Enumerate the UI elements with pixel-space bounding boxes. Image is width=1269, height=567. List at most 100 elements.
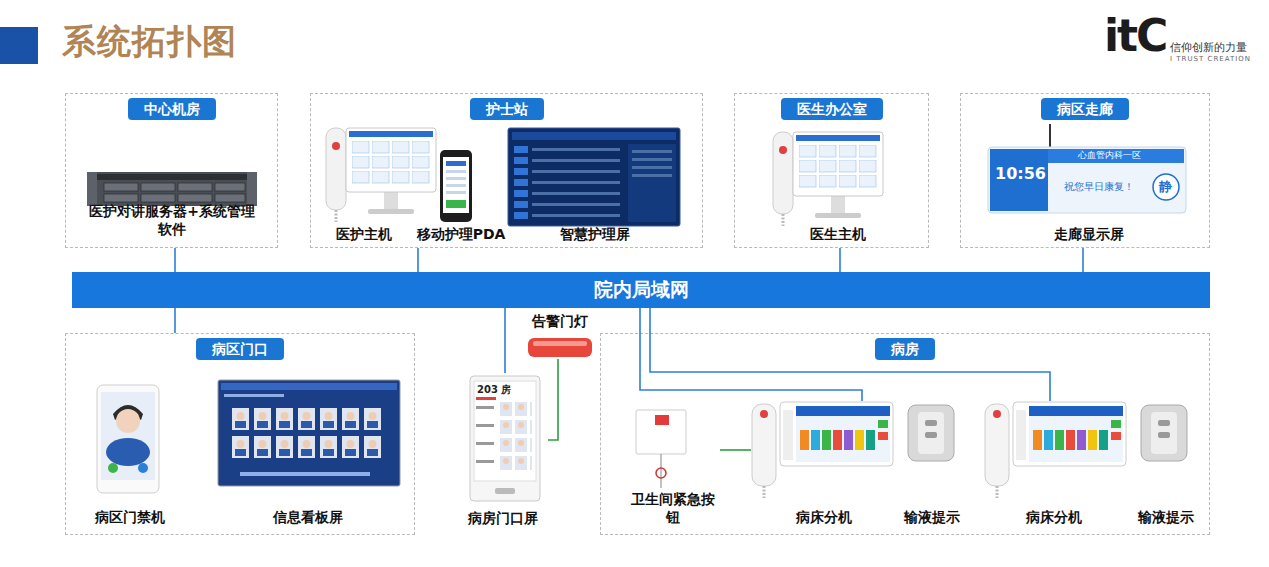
bed-unit-illustration (796, 406, 890, 462)
bed-unit-illustration (752, 402, 954, 498)
server-illustration (215, 194, 245, 202)
emergency-button-illustration (656, 468, 666, 478)
alarm-lamp-illustration (533, 341, 587, 346)
bed-unit-illustration (783, 410, 793, 460)
nursing-screen-illustration (514, 146, 624, 220)
device-node: 输液提示 (1131, 401, 1201, 529)
bed-unit-illustration (752, 404, 776, 486)
nursing-screen-illustration (632, 174, 672, 177)
device-node: 医生主机 (769, 126, 907, 246)
zone-box: 医护主机移动护理PDA智慧护理屏护士站 (310, 93, 703, 248)
bed-unit-illustration (878, 420, 888, 428)
screen-text: 203 房 (477, 384, 511, 395)
device-caption: 医护对讲服务器+系统管理软件 (83, 202, 261, 238)
device-caption: 医生主机 (769, 225, 907, 243)
alarm-lamp-illustration (528, 338, 592, 357)
device-node: 医护主机 (323, 126, 405, 246)
device-node: 病房门口屏 (458, 373, 548, 530)
door-screen-illustration (470, 376, 540, 501)
server-illustration (87, 172, 257, 206)
network-link (839, 248, 841, 272)
server-illustration (141, 194, 175, 202)
device-node: 病床分机 (751, 401, 897, 529)
device-caption: 信息看板屏 (214, 508, 402, 526)
bed-unit-illustration (878, 432, 888, 440)
bed-unit-illustration (908, 405, 954, 461)
alarm-lamp: 告警门灯 (522, 312, 598, 359)
server-illustration (178, 183, 212, 191)
bed-unit-illustration (985, 402, 1187, 498)
device-node: 病床分机 (981, 401, 1127, 529)
door-access-illustration (97, 385, 159, 493)
bed-unit-illustration (760, 410, 768, 418)
screen-text: 祝您早日康复！ (1064, 181, 1134, 192)
pda-illustration (446, 161, 466, 166)
door-access-illustration (108, 463, 118, 473)
workstation-illustration (368, 209, 414, 214)
network-link (720, 449, 751, 451)
workstation-illustration (326, 128, 436, 222)
server-illustration (104, 183, 138, 191)
network-link (548, 359, 558, 440)
door-screen-illustration (476, 406, 494, 409)
zone-header: 病房 (875, 338, 935, 360)
bed-unit-illustration (855, 430, 864, 450)
door-access-illustration (106, 438, 150, 466)
workstation-illustration (384, 192, 398, 210)
device-caption: 智慧护理屏 (507, 225, 683, 243)
bed-unit-illustration (811, 430, 820, 450)
device-node: 病区门禁机 (86, 379, 174, 529)
title-block (0, 27, 38, 64)
network-link (417, 248, 419, 272)
server-illustration (87, 172, 257, 206)
door-screen-illustration (476, 442, 494, 445)
device-node: 输液提示 (899, 401, 965, 529)
zone-box: 卫生间紧急按钮病床分机输液提示病床分机输液提示病房 (600, 333, 1210, 535)
screen-text: 静 (1159, 180, 1172, 194)
device-caption: 告警门灯 (522, 312, 598, 330)
nursing-screen-illustration (632, 166, 672, 169)
device-node: 智慧护理屏 (507, 126, 683, 246)
alarm-lamp-illustration (528, 338, 592, 357)
page-title: 系统拓扑图 (62, 19, 237, 65)
nursing-screen-illustration (628, 144, 676, 222)
network-link (650, 308, 1050, 401)
bed-unit-illustration (796, 406, 890, 416)
server-illustration (141, 183, 175, 191)
corridor-display-illustration (988, 124, 1186, 213)
pda-illustration (440, 150, 472, 222)
info-board-illustration (218, 380, 400, 486)
workstation-illustration (332, 142, 340, 150)
device-node: 卫生间紧急按钮 (626, 401, 720, 529)
server-illustration (247, 172, 257, 206)
screen-text: 10:56 (995, 165, 1046, 183)
bed-unit-illustration (866, 430, 875, 450)
zone-header: 护士站 (470, 98, 544, 120)
screen-text: 心血管内科一区 (1078, 151, 1141, 161)
corridor-display-illustration (990, 149, 1048, 211)
logo-mark: itC (1104, 12, 1166, 60)
device-caption: 医护主机 (323, 225, 405, 243)
bed-unit-illustration (822, 430, 831, 450)
zone-box: 医生主机医生办公室 (734, 93, 929, 248)
zone-header: 病区走廊 (1041, 98, 1129, 120)
emergency-button-illustration (636, 410, 686, 454)
workstation-illustration (346, 128, 436, 192)
workstation-illustration (349, 131, 433, 137)
info-board-illustration (240, 472, 370, 476)
bed-unit-illustration (833, 430, 842, 450)
network-link (504, 308, 506, 373)
server-illustration (178, 194, 212, 202)
logo-slogan: 信仰创新的力量 (1170, 42, 1247, 54)
device-caption: 病房门口屏 (458, 509, 548, 527)
pda-illustration (446, 191, 466, 194)
nursing-screen-illustration (632, 158, 672, 161)
door-screen-illustration (474, 381, 536, 481)
door-access-illustration (138, 463, 148, 473)
nursing-screen-illustration (508, 128, 680, 226)
pda-illustration (443, 157, 469, 213)
workstation-illustration (352, 141, 432, 186)
corridor-display-illustration (1048, 149, 1184, 163)
bed-unit-illustration (780, 402, 893, 466)
door-screen-illustration (476, 397, 496, 400)
